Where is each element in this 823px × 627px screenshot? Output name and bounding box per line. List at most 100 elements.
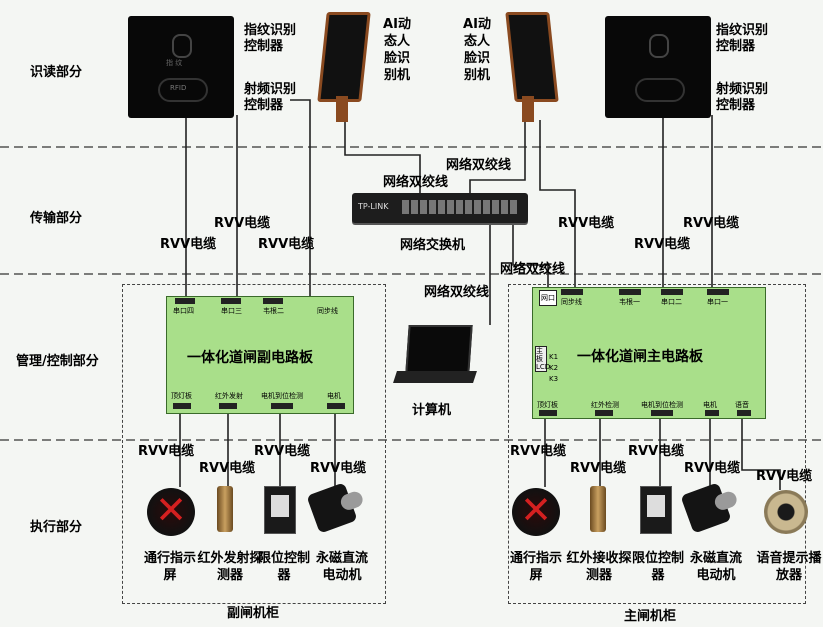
right-fp-label: 指纹识别控制器 xyxy=(716,23,780,55)
port-label: 韦根二 xyxy=(263,306,284,316)
ir-emitter-sensor xyxy=(217,486,233,532)
device-label: 永磁直流电动机 xyxy=(686,550,746,584)
port-label: 电机到位检测 xyxy=(641,400,683,410)
traffic-indicator-screen: ✕ xyxy=(147,488,195,536)
port-label: 顶灯板 xyxy=(537,400,558,410)
twisted-pair-label-2: 网络双绞线 xyxy=(383,175,448,190)
port-label: 串口四 xyxy=(173,306,194,316)
rvv-label: RVV电缆 xyxy=(258,237,314,252)
device-label: 语音提示播放器 xyxy=(756,550,822,584)
laptop-base xyxy=(393,371,477,383)
port-label: 电机 xyxy=(703,400,717,410)
rfid-icon xyxy=(635,78,685,102)
main-circuit-board: 网口 同步线 韦根一 串口二 串口一 主板LCD K1 K2 K3 一体化道闸主… xyxy=(532,287,766,419)
left-fp-label: 指纹识别控制器 xyxy=(244,23,308,55)
connector xyxy=(705,410,719,416)
port-label: 串口二 xyxy=(661,297,682,307)
section-transmit-label: 传输部分 xyxy=(30,207,82,226)
main-board-title: 一体化道闸主电路板 xyxy=(577,346,703,366)
right-card-reader xyxy=(605,16,711,118)
face-recognizer-right xyxy=(505,12,558,102)
port-label: 电机 xyxy=(327,391,341,401)
twisted-pair-label-3: 网络双绞线 xyxy=(500,262,565,277)
rvv-label: RVV电缆 xyxy=(510,444,566,459)
device-label: 永磁直流电动机 xyxy=(312,550,372,584)
port-label: 红外检测 xyxy=(591,400,619,410)
port-label: 语音 xyxy=(735,400,749,410)
connector xyxy=(619,289,641,295)
rvv-label: RVV电缆 xyxy=(254,444,310,459)
connector xyxy=(327,403,345,409)
network-port: 网口 xyxy=(539,290,557,306)
device-label: 通行指示屏 xyxy=(506,550,566,584)
rvv-label: RVV电缆 xyxy=(756,469,812,484)
connector xyxy=(173,403,191,409)
laptop-computer xyxy=(395,325,475,389)
face-left-label: AI动态人脸识别机 xyxy=(378,16,416,84)
switch-label: 网络交换机 xyxy=(400,238,465,253)
connector xyxy=(263,298,283,304)
rvv-label: RVV电缆 xyxy=(310,461,366,476)
section-read-label: 识读部分 xyxy=(30,61,82,80)
sub-cabinet-label: 副闸机柜 xyxy=(227,606,279,621)
reader-rfid-text: RFID xyxy=(170,84,186,92)
connector xyxy=(707,289,729,295)
limit-label-plate xyxy=(271,495,289,517)
device-label: 红外接收探测器 xyxy=(565,550,633,584)
section-execute-label: 执行部分 xyxy=(30,516,82,535)
port-label: 同步线 xyxy=(317,306,338,316)
switch-brand: TP-LINK xyxy=(358,202,388,211)
network-switch: TP-LINK xyxy=(352,193,528,223)
rvv-label: RVV电缆 xyxy=(684,461,740,476)
rvv-label: RVV电缆 xyxy=(634,237,690,252)
rvv-label: RVV电缆 xyxy=(558,216,614,231)
rvv-label: RVV电缆 xyxy=(628,444,684,459)
rvv-label: RVV电缆 xyxy=(138,444,194,459)
device-label: 限位控制器 xyxy=(630,550,686,584)
dip-switches: K1 K2 K3 xyxy=(549,352,558,385)
limit-controller xyxy=(264,486,296,534)
face-recognizer-right-stand xyxy=(522,96,534,122)
red-x-icon: ✕ xyxy=(151,490,191,530)
switch-label: K2 xyxy=(549,363,558,374)
port-label: 韦根一 xyxy=(619,297,640,307)
rvv-label: RVV电缆 xyxy=(214,216,270,231)
limit-label-plate xyxy=(647,495,665,517)
connector xyxy=(661,289,683,295)
connector xyxy=(651,410,673,416)
connector xyxy=(561,289,583,295)
port-label: 电机到位检测 xyxy=(261,391,303,401)
sub-circuit-board: 串口四 串口三 韦根二 同步线 一体化道闸副电路板 顶灯板 红外发射 电机到位检… xyxy=(166,296,354,414)
twisted-pair-label-4: 网络双绞线 xyxy=(424,285,489,300)
connector xyxy=(219,403,237,409)
face-recognizer-left-stand xyxy=(336,96,348,122)
switch-label: K3 xyxy=(549,374,558,385)
switch-ports xyxy=(402,200,518,214)
rvv-label: RVV电缆 xyxy=(570,461,626,476)
connector xyxy=(175,298,195,304)
limit-controller xyxy=(640,486,672,534)
connector xyxy=(595,410,613,416)
connector xyxy=(221,298,241,304)
face-right-label: AI动态人脸识别机 xyxy=(458,16,496,84)
left-card-reader: 指 纹 RFID xyxy=(128,16,234,118)
port-label: 串口一 xyxy=(707,297,728,307)
main-cabinet-label: 主闸机柜 xyxy=(624,609,676,624)
cable-left-face-wiegand xyxy=(285,100,310,297)
reader-fp-text: 指 纹 xyxy=(166,58,182,68)
twisted-pair-label-1: 网络双绞线 xyxy=(446,158,511,173)
rvv-label: RVV电缆 xyxy=(199,461,255,476)
connector xyxy=(737,410,751,416)
sub-board-title: 一体化道闸副电路板 xyxy=(187,347,313,367)
port-label: 顶灯板 xyxy=(171,391,192,401)
rvv-label: RVV电缆 xyxy=(683,216,739,231)
rvv-label: RVV电缆 xyxy=(160,237,216,252)
port-label: 同步线 xyxy=(561,297,582,307)
fingerprint-icon xyxy=(172,34,192,58)
computer-label: 计算机 xyxy=(412,403,451,418)
port-label: 串口三 xyxy=(221,306,242,316)
red-x-icon: ✕ xyxy=(516,490,556,530)
speaker-icon xyxy=(764,490,808,534)
lcd-label: 主板LCD xyxy=(535,346,547,372)
right-rf-label: 射频识别控制器 xyxy=(716,82,780,114)
